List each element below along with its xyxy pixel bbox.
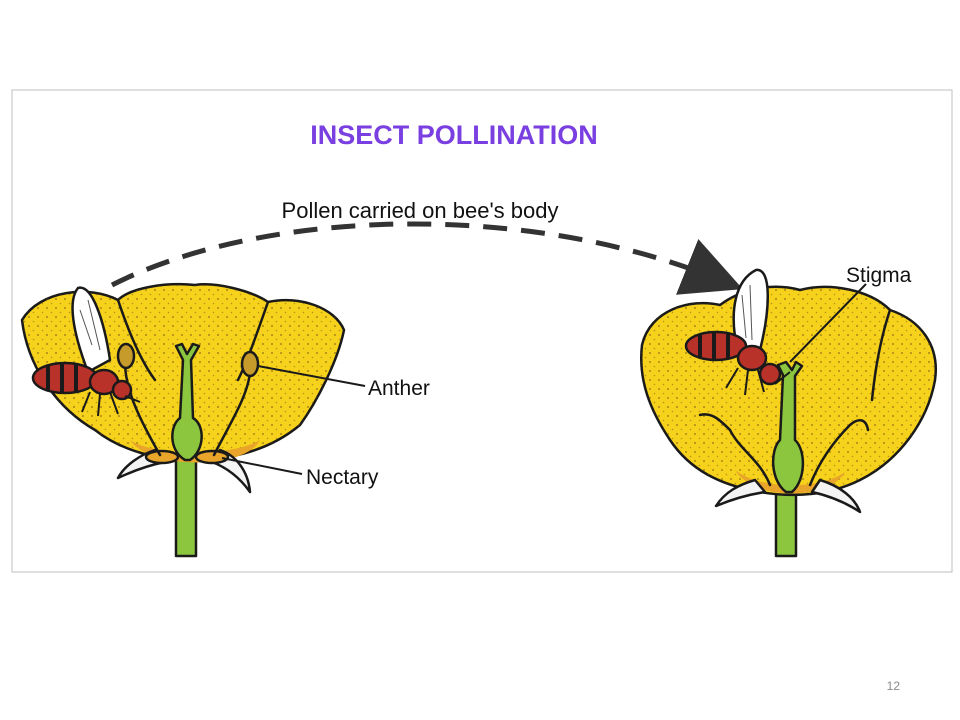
right-bee-thorax: [736, 344, 768, 372]
left-flower: [20, 283, 346, 558]
right-pistil: [771, 360, 805, 494]
stigma-label: Stigma: [846, 264, 912, 287]
right-anther-of-left-flower: [240, 350, 260, 378]
left-nectary: [144, 449, 180, 465]
right-stem: [774, 488, 798, 558]
right-stamen: [808, 419, 870, 487]
right-bee-head: [758, 362, 782, 386]
left-bee-abdomen: [31, 361, 99, 395]
stigma-leader-line: [789, 283, 867, 363]
nectary-leader-line: [221, 457, 303, 475]
left-pistil: [171, 342, 203, 462]
slide-number: 12: [887, 679, 901, 693]
nectary-label: Nectary: [306, 466, 379, 489]
anther-label: Anther: [368, 377, 430, 400]
anther-leader-line: [257, 365, 366, 387]
pollen-caption: Pollen carried on bee's body: [282, 198, 559, 223]
left-nectary: [194, 449, 230, 465]
right-bee: [684, 268, 791, 396]
right-stamen: [698, 413, 772, 487]
right-sepal: [714, 478, 767, 508]
left-bee-head: [111, 379, 133, 401]
left-stem: [174, 458, 198, 558]
diagram-title: INSECT POLLINATION: [310, 120, 598, 150]
left-bee-wing: [71, 286, 112, 374]
left-anther: [116, 342, 136, 370]
left-bee: [31, 286, 141, 417]
right-sepal: [810, 478, 862, 514]
